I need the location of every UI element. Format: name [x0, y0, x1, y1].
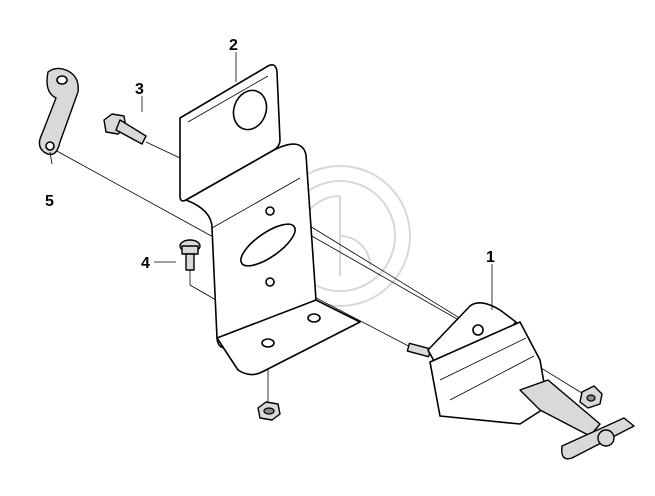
part-clamp-strap	[38, 67, 79, 156]
part-nut-bottom	[257, 401, 281, 421]
part-bracket	[179, 64, 361, 376]
callout-1: 1	[486, 249, 495, 266]
watermark-logo	[269, 165, 411, 307]
part-bolt-4	[179, 239, 201, 271]
part-bolt-3	[103, 113, 147, 145]
callout-leaders	[49, 52, 493, 310]
part-lock-assembly	[406, 302, 635, 460]
callout-4: 4	[141, 255, 150, 272]
callout-3: 3	[135, 81, 144, 98]
callout-2: 2	[229, 37, 238, 54]
callout-5: 5	[45, 193, 54, 210]
